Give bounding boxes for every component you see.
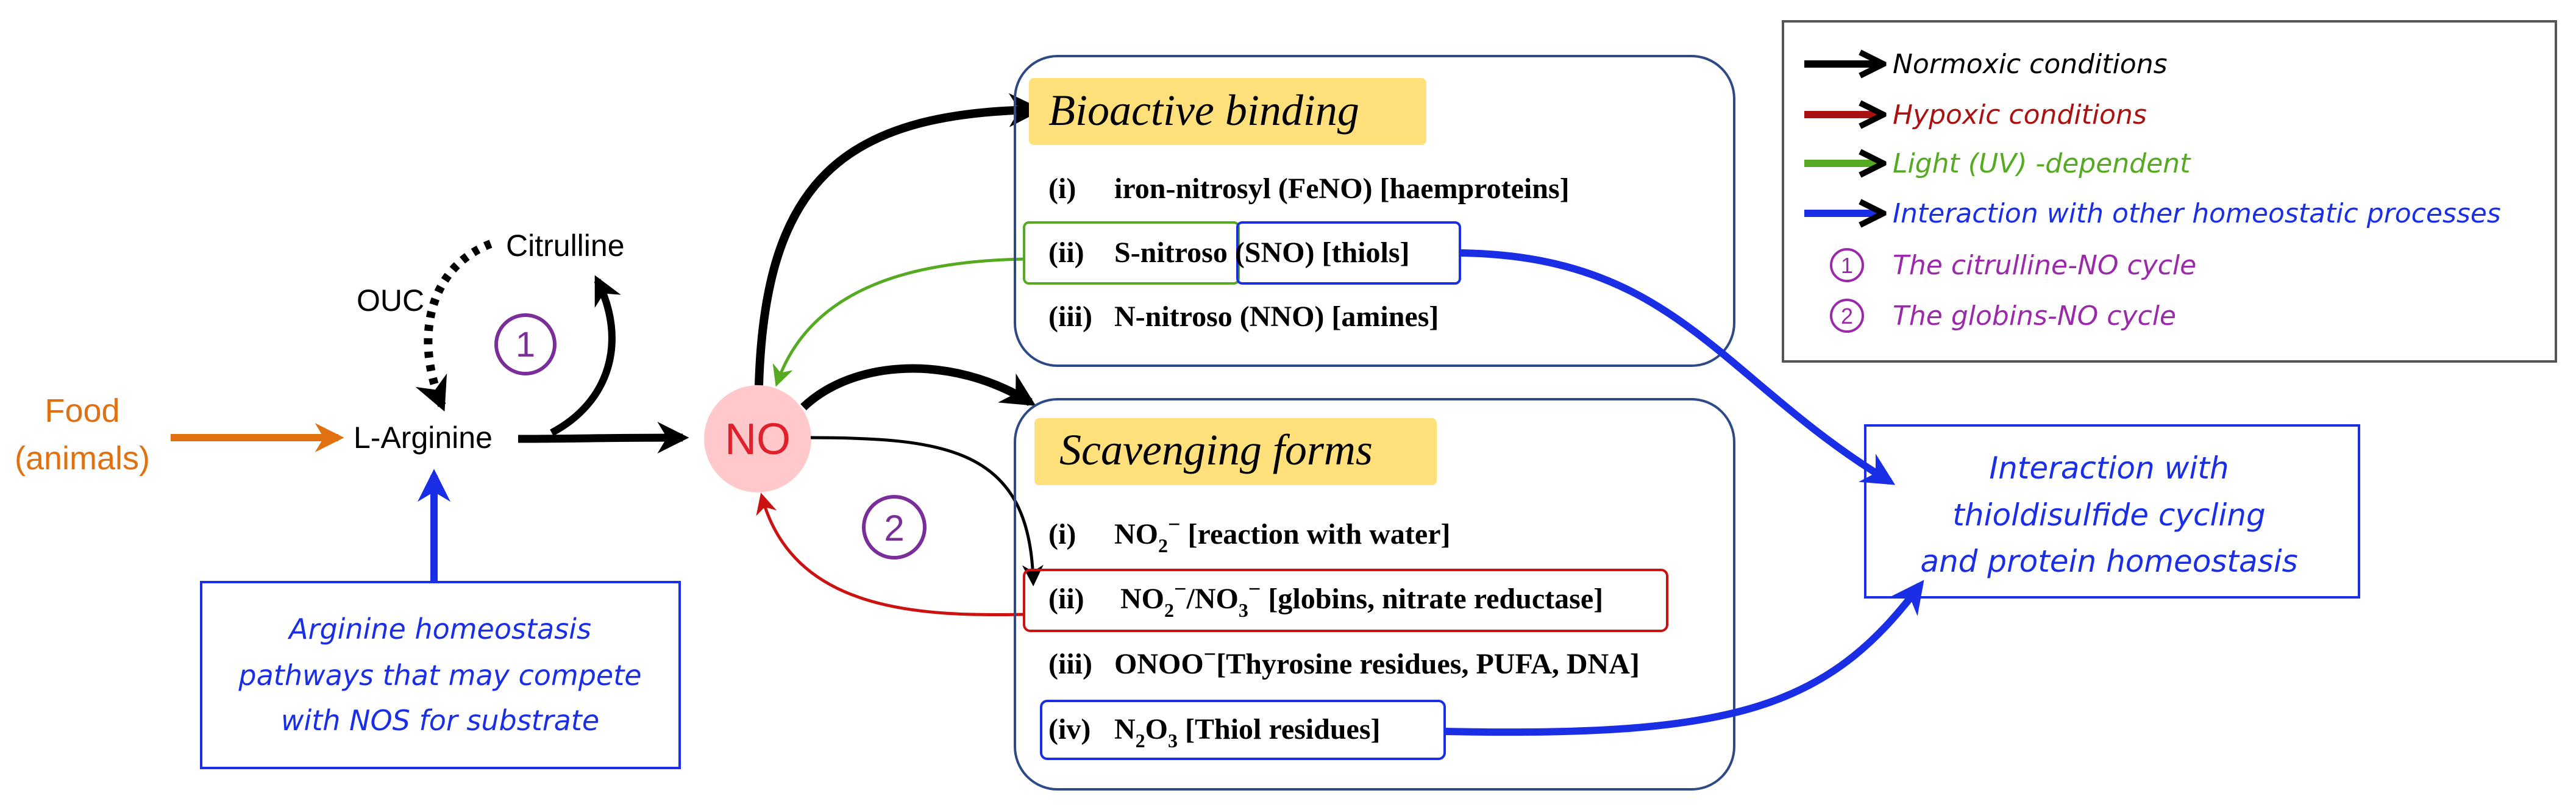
arginine-homeostasis-box [200,581,681,769]
bioactive-item-2-text: S-nitroso (SNO) [thiols] [1114,236,1409,269]
cycle-2-number: 2 [884,508,904,549]
scavenging-item-1: (i)NO2− [reaction with water] [1048,512,1450,556]
interaction-box-line1: Interaction with [1989,450,2229,486]
legend-cycle-2-label: The globins-NO cycle [1893,300,2176,332]
bioactive-item-1-num: (i) [1048,172,1076,205]
arginine-to-no-arrow [518,422,689,454]
cycle-2-marker [862,495,927,560]
n2o3-to-interaction-arrow [1444,580,1924,736]
bioactive-item-1-text: iron-nitrosyl (FeNO) [haemproteins] [1114,172,1570,205]
nitrite-nitrate-box [1023,569,1668,632]
legend-cycle-1-label: The citrulline-NO cycle [1893,250,2196,281]
scavenging-item-3: (iii)ONOO−[Thyrosine residues, PUFA, DNA… [1048,642,1640,680]
sno-to-no-arrow [772,257,1026,387]
legend-hypoxic-label: Hypoxic conditions [1893,99,2147,130]
food-label-line1: Food [44,393,119,429]
n2o3-box [1040,700,1446,760]
scavenging-item-4: (iv)N2O3 [Thiol residues] [1048,713,1381,752]
no-node [704,385,811,492]
interaction-box-line3: and protein homeostasis [1920,544,2297,579]
legend-cycle-2-marker [1830,299,1864,333]
arginine-box-line1: Arginine homeostasis [287,613,591,645]
ouc-label: OUC [357,283,424,318]
bioactive-title: Bioactive binding [1048,86,1359,135]
legend-cycle-1-marker [1830,248,1864,282]
legend-light-label: Light (UV) -dependent [1893,148,2191,179]
bioactive-item-2-num: (ii) [1048,236,1084,269]
no-label: NO [725,415,791,464]
cycle-1-number: 1 [516,325,535,364]
legend-cycle-1-number: 1 [1841,253,1853,278]
sno-to-interaction-arrow [1459,249,1896,485]
citrulline-label: Citrulline [506,229,625,263]
legend-interaction-label: Interaction with other homeostatic proce… [1893,198,2501,229]
l-arginine-label: L-Arginine [354,421,493,455]
scavenging-title: Scavenging forms [1059,425,1373,474]
bioactive-title-highlight [1029,78,1426,145]
legend-box [1782,20,2557,363]
bioactive-item-3-num: (iii) [1048,300,1092,333]
no-to-scavenging-arrow [800,364,1036,411]
no-to-bioactive-arrow [755,93,1044,386]
bioactive-item-3-text: N-nitroso (NNO) [amines] [1114,300,1439,333]
food-label-line2: (animals) [15,440,150,477]
bioactive-panel [1014,55,1735,367]
scavenging-title-highlight [1034,418,1437,485]
scavenging-panel [1014,398,1735,791]
legend-cycle-2-number: 2 [1841,304,1853,329]
legend-normoxic-label: Normoxic conditions [1893,49,2168,80]
scavenging-item-2: (ii)NO2−/NO3− [globins, nitrate reductas… [1048,577,1603,621]
legend: Normoxic conditions Hypoxic conditions L… [1804,49,2501,333]
cycle-1-marker [494,313,557,375]
arginine-box-line2: pathways that may compete [238,659,641,692]
nitrite-to-no-arrow [756,492,1025,617]
arginine-box-line3: with NOS for substrate [281,704,599,737]
ouc-dotted-arrow [415,240,493,412]
no-to-nitrite-arrow [810,436,1044,586]
arginine-to-citrulline-arrow [550,275,621,436]
interaction-box-line2: thioldisulfide cycling [1952,497,2265,533]
interaction-box [1864,424,2360,599]
